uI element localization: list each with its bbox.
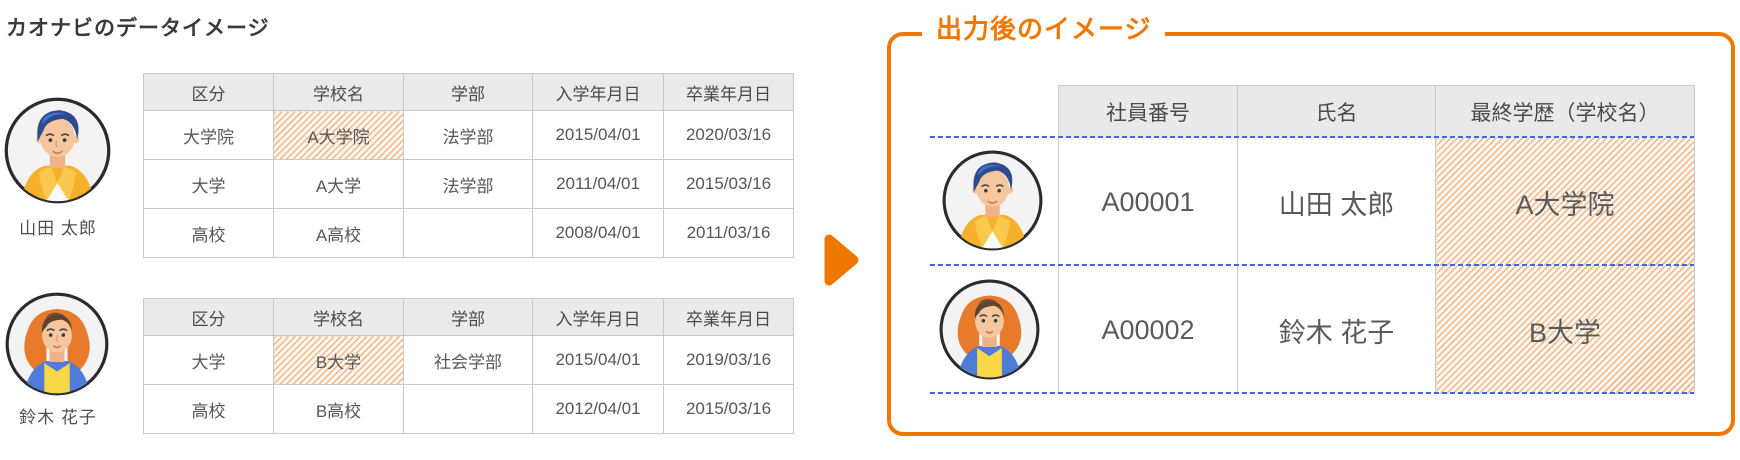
cell: 大学 <box>143 159 274 209</box>
cell: 2011/04/01 <box>532 159 664 209</box>
cell: 2011/03/16 <box>663 208 794 258</box>
person-name-label: 鈴木 花子 <box>19 408 97 427</box>
table-row: 高校 B高校 2012/04/01 2015/03/16 <box>143 384 794 434</box>
cell: 2015/04/01 <box>532 110 664 160</box>
cell: 大学 <box>143 335 274 385</box>
table-row: 大学 A大学 法学部 2011/04/01 2015/03/16 <box>143 159 794 209</box>
table-header-row: 社員番号 氏名 最終学歴（学校名） <box>1058 85 1695 138</box>
cell: A00001 <box>1058 138 1238 266</box>
male-avatar-icon <box>3 96 112 205</box>
cell: 大学院 <box>143 110 274 160</box>
highlighted-cell: A大学院 <box>273 110 404 160</box>
source-table-suzuki: 区分 学校名 学部 入学年月日 卒業年月日 大学 B大学 社会学部 2015/0… <box>143 298 794 434</box>
cell: 高校 <box>143 208 274 258</box>
output-panel-title: 出力後のイメージ <box>922 9 1166 49</box>
female-avatar-icon <box>4 291 110 397</box>
table-row: 大学 B大学 社会学部 2015/04/01 2019/03/16 <box>143 335 794 385</box>
cell: 2015/03/16 <box>663 159 794 209</box>
cell: 2015/04/01 <box>532 335 664 385</box>
header-cell: 学校名 <box>273 73 404 111</box>
cell: A高校 <box>273 208 404 258</box>
output-panel <box>887 32 1735 436</box>
table-row: A00001 山田 太郎 A大学院 <box>1058 138 1695 266</box>
cell <box>403 208 533 258</box>
female-avatar-icon <box>938 278 1041 381</box>
table-row: A00002 鈴木 花子 B大学 <box>1058 266 1695 394</box>
row-separator-dashed-line <box>930 392 1694 394</box>
highlighted-cell: A大学院 <box>1435 138 1695 266</box>
cell: 高校 <box>143 384 274 434</box>
source-table-yamada: 区分 学校名 学部 入学年月日 卒業年月日 大学院 A大学院 法学部 2015/… <box>143 73 794 258</box>
header-cell: 氏名 <box>1237 85 1436 138</box>
header-cell: 入学年月日 <box>532 298 664 336</box>
cell: 2012/04/01 <box>532 384 664 434</box>
flow-arrow-icon <box>822 230 862 290</box>
male-avatar-icon <box>941 149 1044 252</box>
table-row: 高校 A高校 2008/04/01 2011/03/16 <box>143 208 794 258</box>
cell <box>403 384 533 434</box>
cell: 山田 太郎 <box>1237 138 1436 266</box>
cell: 2008/04/01 <box>532 208 664 258</box>
cell: B高校 <box>273 384 404 434</box>
header-cell: 学部 <box>403 73 533 111</box>
cell: A大学 <box>273 159 404 209</box>
header-cell: 卒業年月日 <box>663 298 794 336</box>
cell: 社会学部 <box>403 335 533 385</box>
header-cell: 区分 <box>143 73 274 111</box>
cell: 法学部 <box>403 110 533 160</box>
person-name-label: 山田 太郎 <box>19 219 97 238</box>
cell: A00002 <box>1058 266 1238 394</box>
row-separator-dashed-line <box>930 136 1694 138</box>
output-table: 社員番号 氏名 最終学歴（学校名） A00001 山田 太郎 A大学院 A000… <box>1058 85 1695 394</box>
highlighted-cell: B大学 <box>1435 266 1695 394</box>
header-cell: 区分 <box>143 298 274 336</box>
header-cell: 最終学歴（学校名） <box>1435 85 1695 138</box>
cell: 2019/03/16 <box>663 335 794 385</box>
cell: 2020/03/16 <box>663 110 794 160</box>
header-cell: 学校名 <box>273 298 404 336</box>
table-header-row: 区分 学校名 学部 入学年月日 卒業年月日 <box>143 298 794 336</box>
left-section-title: カオナビのデータイメージ <box>6 17 270 40</box>
cell: 鈴木 花子 <box>1237 266 1436 394</box>
header-cell: 入学年月日 <box>532 73 664 111</box>
row-separator-dashed-line <box>930 264 1694 266</box>
header-cell: 社員番号 <box>1058 85 1238 138</box>
header-cell: 卒業年月日 <box>663 73 794 111</box>
table-header-row: 区分 学校名 学部 入学年月日 卒業年月日 <box>143 73 794 111</box>
header-cell: 学部 <box>403 298 533 336</box>
highlighted-cell: B大学 <box>273 335 404 385</box>
cell: 法学部 <box>403 159 533 209</box>
cell: 2015/03/16 <box>663 384 794 434</box>
table-row: 大学院 A大学院 法学部 2015/04/01 2020/03/16 <box>143 110 794 160</box>
